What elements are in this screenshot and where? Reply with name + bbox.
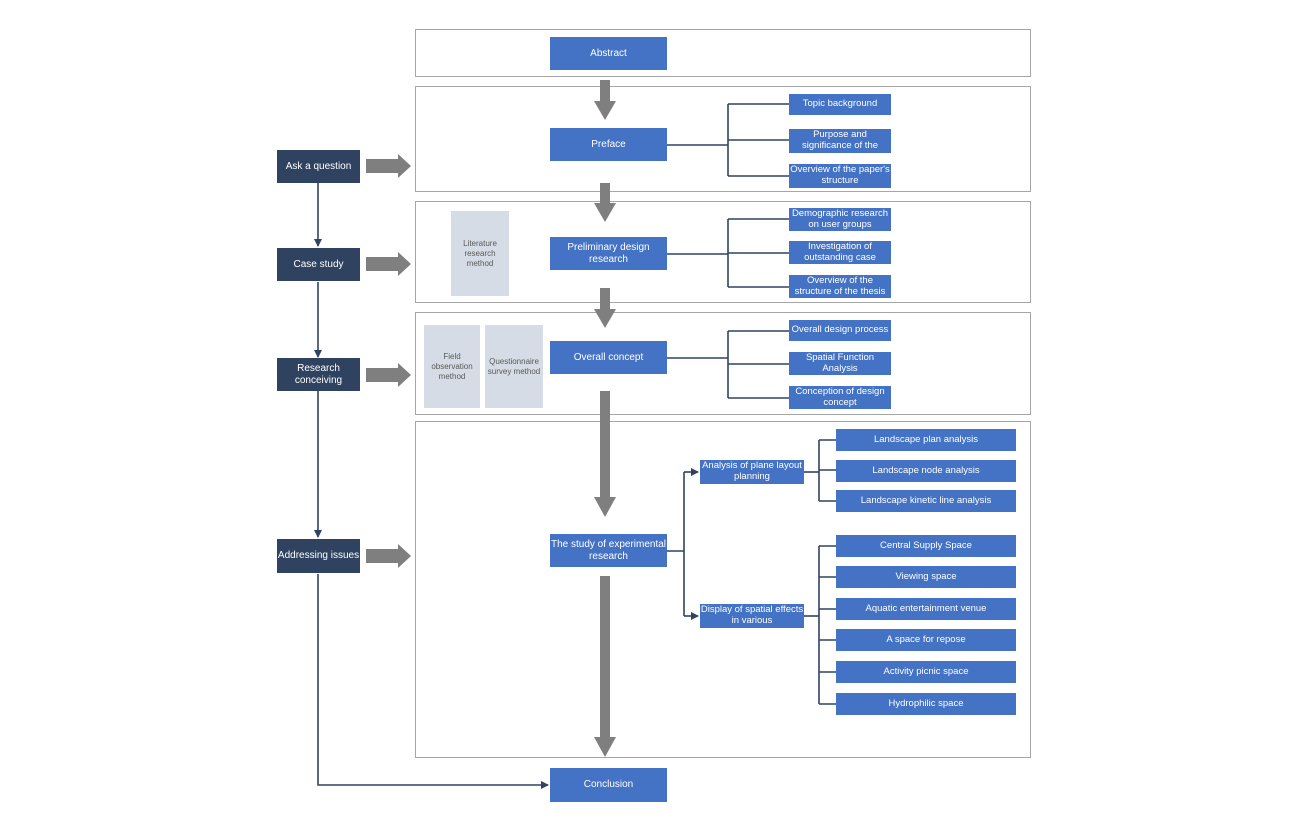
preface-item: Overview of the paper's structure (789, 164, 891, 188)
questionnaire-method-box: Questionnaire survey method (485, 325, 543, 408)
stage-case-study: Case study (277, 248, 360, 281)
conclusion-box: Conclusion (550, 768, 667, 802)
spatial-item: Hydrophilic space (836, 693, 1016, 715)
concept-item: Spatial Function Analysis (789, 352, 891, 375)
spatial-item: Activity picnic space (836, 661, 1016, 683)
abstract-box: Abstract (550, 37, 667, 70)
stage-research-conceiving: Research conceiving (277, 358, 360, 391)
right-arrow-research-conceiving (366, 363, 411, 387)
stage-addressing-issues: Addressing issues (277, 539, 360, 573)
abstract-section-frame (415, 29, 1031, 77)
preface-item: Topic background (789, 94, 891, 115)
right-arrow-addressing-issues (366, 544, 411, 568)
plane-item: Landscape plan analysis (836, 429, 1016, 451)
plane-item: Landscape kinetic line analysis (836, 490, 1016, 512)
preliminary-item: Demographic research on user groups (789, 208, 891, 231)
preliminary-item: Investigation of outstanding case (789, 241, 891, 264)
plane-item: Landscape node analysis (836, 460, 1016, 482)
preliminary-item: Overview of the structure of the thesis (789, 275, 891, 298)
spatial-item: Aquatic entertainment venue (836, 598, 1016, 620)
preface-section-frame (415, 86, 1031, 192)
preface-item: Purpose and significance of the (789, 129, 891, 153)
overall-concept-box: Overall concept (550, 341, 667, 374)
preliminary-design-box: Preliminary design research (550, 237, 667, 270)
right-arrow-ask-question (366, 154, 411, 178)
field-method-box: Field observation method (424, 325, 480, 408)
preface-box: Preface (550, 128, 667, 161)
plane-layout-box: Analysis of plane layout planning (700, 460, 804, 484)
experimental-research-box: The study of experimental research (550, 534, 667, 567)
spatial-display-box: Display of spatial effects in various (700, 604, 804, 628)
spatial-item: Central Supply Space (836, 535, 1016, 557)
preliminary-section-frame (415, 201, 1031, 303)
literature-method-box: Literature research method (451, 211, 509, 296)
concept-item: Conception of design concept (789, 386, 891, 409)
spatial-item: A space for repose (836, 629, 1016, 651)
concept-item: Overall design process (789, 320, 891, 341)
right-arrow-case-study (366, 252, 411, 276)
stage-ask-question: Ask a question (277, 150, 360, 183)
spatial-item: Viewing space (836, 566, 1016, 588)
